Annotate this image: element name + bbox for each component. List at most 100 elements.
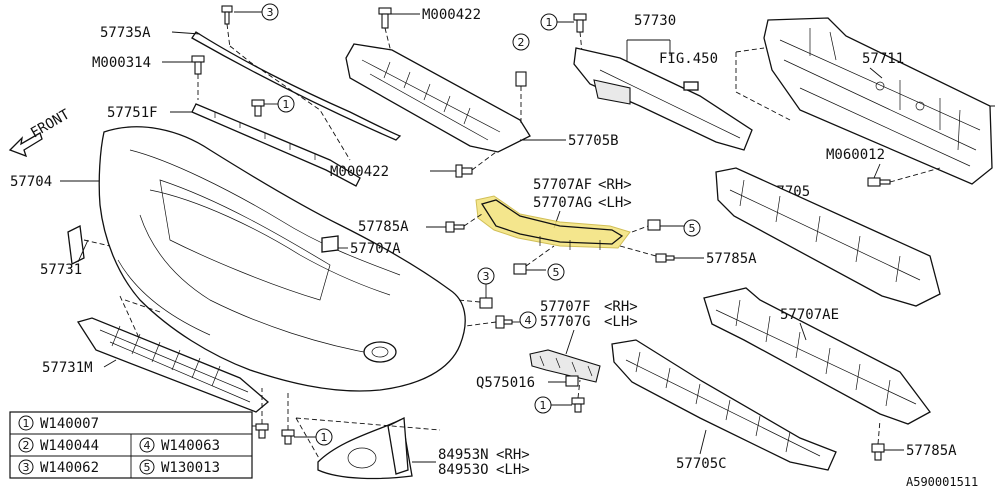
label-57751F: 57751F [107,105,158,121]
bolt-icon [495,315,513,329]
label-57731M: 57731M [42,360,93,376]
label-57704: 57704 [10,174,52,190]
bolt-icon [191,55,205,75]
part-57731M-lower-grille[interactable] [76,317,270,413]
bolt-icon [281,429,295,445]
label-84953N: 84953N [438,447,489,463]
label-M000422-mid: M000422 [330,164,389,180]
part-57730[interactable] [573,47,753,151]
label-84953O-side: <LH> [496,462,530,478]
bolt-icon [255,423,269,439]
clip-icon [513,263,527,275]
svg-text:2: 2 [23,439,30,452]
fastener-legend: 1 W140007 2 W140044 3 W140062 4 W140063 … [9,411,253,479]
label-57707AE: 57707AE [780,307,839,323]
label-M000422-top: M000422 [422,7,481,23]
legend-row-1: 1 W140007 [18,415,99,432]
label-M060012: M060012 [826,147,885,163]
svg-text:2: 2 [518,36,525,49]
part-57707A[interactable] [321,235,339,253]
label-57707AG: 57707AG [533,195,592,211]
svg-text:W140007: W140007 [40,416,99,432]
label-57711: 57711 [862,51,904,67]
screw-icon [871,443,885,461]
screw-icon [445,221,465,233]
label-57707G-side: <LH> [604,314,638,330]
bolt-icon [455,164,473,178]
label-57705B: 57705B [568,133,619,149]
part-57707AF-57707AG-highlighted[interactable] [475,195,631,250]
svg-text:W140063: W140063 [161,438,220,454]
callout-3-icon: 3 [477,267,495,285]
legend-row-3: 3 W140062 [18,459,99,476]
label-57707A: 57707A [350,241,401,257]
clip-icon [647,219,661,231]
label-84953O: 84953O [438,462,489,478]
callout-5-icon: 5 [547,263,565,281]
part-57704-bumper-face[interactable] [98,126,466,392]
svg-text:4: 4 [144,439,151,452]
label-57707G: 57707G [540,314,591,330]
part-57705B[interactable] [345,43,531,153]
callout-3-icon: 3 [261,3,279,21]
clip-icon [515,71,527,87]
bolt-icon [573,13,587,33]
label-57705C: 57705C [676,456,727,472]
svg-text:1: 1 [321,431,328,444]
label-57707AG-side: <LH> [598,195,632,211]
svg-text:5: 5 [144,461,151,474]
label-57707F-side: <RH> [604,299,638,315]
label-84953N-side: <RH> [496,447,530,463]
part-57705[interactable] [715,167,941,307]
diagram-id: A590001511 [906,475,978,489]
label-57707AF-side: <RH> [598,177,632,193]
svg-text:1: 1 [540,399,547,412]
part-57707AE[interactable] [703,287,931,425]
bolt-icon [378,7,392,29]
label-57730: 57730 [634,13,676,29]
svg-text:3: 3 [483,270,490,283]
callout-1-icon: 1 [315,428,333,446]
part-57707F-57707G[interactable] [529,349,601,383]
callout-4-icon: 4 [519,311,537,329]
svg-text:1: 1 [23,417,30,430]
legend-row-2: 2 W140044 [18,437,99,454]
fig-reference: FIG.450 [659,51,718,67]
svg-text:3: 3 [23,461,30,474]
label-57707F: 57707F [540,299,591,315]
label-57785A-right: 57785A [706,251,757,267]
label-57707AF: 57707AF [533,177,592,193]
part-84953N-84953O[interactable] [317,416,413,480]
part-57705C[interactable] [611,339,837,471]
label-57785A-bottom: 57785A [906,443,957,459]
part-57731[interactable] [67,225,85,265]
label-57785A-left: 57785A [358,219,409,235]
front-arrow-icon [8,132,43,158]
callout-1-icon: 1 [534,396,552,414]
svg-text:4: 4 [525,314,532,327]
label-Q575016: Q575016 [476,375,535,391]
label-M000314: M000314 [92,55,151,71]
part-57711[interactable] [735,17,996,185]
callout-1-icon: 1 [277,95,295,113]
screw-icon [655,253,675,263]
screw-icon [251,99,265,117]
svg-text:5: 5 [553,266,560,279]
callout-1-icon: 1 [540,13,558,31]
svg-text:1: 1 [283,98,290,111]
bolt-icon [867,177,891,187]
bolt-icon [571,397,585,413]
part-57751F[interactable] [191,103,361,187]
svg-text:W130013: W130013 [161,460,220,476]
front-direction-indicator: FRONT [8,106,73,158]
svg-text:1: 1 [546,16,553,29]
svg-text:5: 5 [689,222,696,235]
svg-text:W140044: W140044 [40,438,99,454]
label-57731: 57731 [40,262,82,278]
clip-icon [479,297,493,309]
legend-row-4: 4 W140063 [139,437,220,454]
svg-text:W140062: W140062 [40,460,99,476]
part-57735A[interactable] [171,31,402,141]
label-57735A: 57735A [100,25,151,41]
